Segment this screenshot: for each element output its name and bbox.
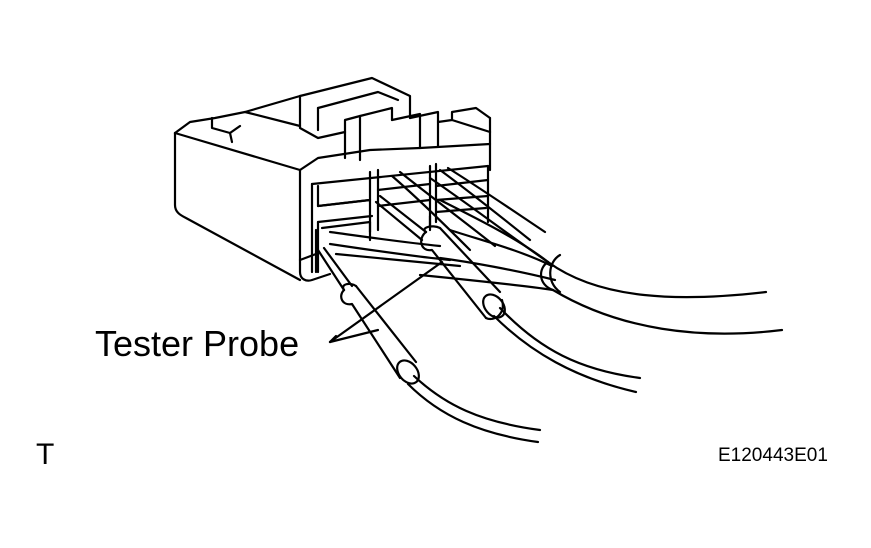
callout-leaders	[330, 262, 442, 342]
tester-probe-lower	[318, 248, 540, 442]
tester-probe-label: Tester Probe	[95, 323, 300, 364]
wire-harness-cable	[420, 178, 782, 334]
tester-probe-upper	[376, 196, 640, 392]
connector-housing	[175, 78, 490, 281]
corner-letter: T	[36, 438, 55, 471]
connector-wires	[330, 168, 545, 266]
figure-code: E120443E01	[718, 445, 828, 466]
